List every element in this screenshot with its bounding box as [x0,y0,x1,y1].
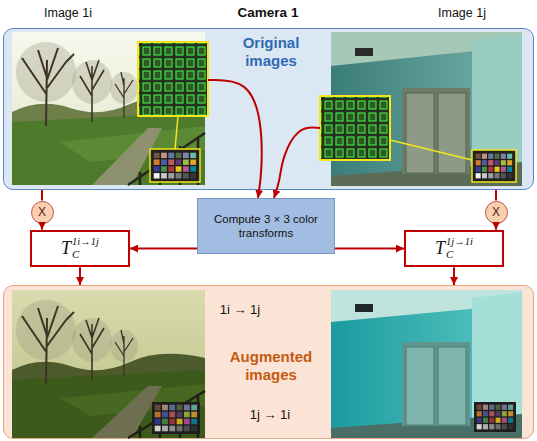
zoom-patches [139,43,207,115]
wall [331,290,522,438]
math-subscript: C [446,248,473,261]
trees [16,300,138,384]
fence [128,391,205,438]
flow-arrow [41,190,43,201]
door-frame [402,88,470,174]
flow-arrow [130,248,197,250]
color-checker [153,152,197,179]
math-subscript: C [72,248,99,261]
image-label: Image 1i [44,6,92,20]
node-content: X [492,205,500,220]
transform-box: TC1i→1j [30,230,130,268]
index-stack: C1j→1i [446,236,473,262]
transform-label: 1j → 1i [250,407,290,422]
grass [12,370,205,438]
zoom-patches [321,97,389,159]
flow-arrow [495,224,497,230]
elevator-door [438,93,466,173]
color-checker [476,404,514,430]
curved-arrow [274,127,320,198]
operator-symbol: X [492,205,500,220]
math-symbol: T [435,238,445,259]
elevator-door [406,93,434,173]
fence [128,133,205,185]
process-text: Compute 3 × 3 color transforms [207,212,325,241]
node-content: TC1j→1i [435,236,473,262]
node-content: Compute 3 × 3 color transforms [207,212,325,241]
math-superscript: 1i→1j [72,236,99,249]
checker-frame [474,402,516,432]
side-wall [472,292,522,438]
process-box: Compute 3 × 3 color transforms [197,198,335,254]
indoor-photo [320,32,522,186]
exit-sign [355,48,373,56]
multiply-node: X [485,201,508,224]
node-content: X [38,205,46,220]
checker-frame [472,150,516,182]
sky [12,290,205,438]
node-content: TC1i→1j [61,236,99,262]
image-label: Image 1j [438,6,486,20]
flow-arrow [453,267,455,285]
multiply-node: X [31,201,54,224]
operator-symbol: X [38,205,46,220]
color-checker [154,404,198,432]
elevator-door [406,347,434,425]
flow-arrow [41,224,43,230]
transform-label: 1i → 1j [220,302,260,317]
math-symbol: T [61,238,71,259]
zoom-leader [390,140,472,160]
checker-frame [152,402,200,434]
augmented-indoor-photo [331,290,522,438]
zoom-leader [175,116,178,149]
elevator-door [438,347,466,425]
exit-sign [355,304,373,312]
zoom-inset [320,96,390,160]
curved-arrow [208,80,262,198]
transform-box: TC1j→1i [404,230,504,268]
node-content: Original images [225,34,317,70]
zoom-inset [138,42,208,116]
math-superscript: 1j→1i [446,236,473,249]
footpath [92,386,162,438]
index-stack: C1i→1j [72,236,99,262]
flow-arrow [495,190,497,201]
trees [16,42,138,126]
flow-arrow [79,267,81,285]
checker-frame [150,149,200,182]
color-checker [475,153,513,179]
grass [12,112,205,185]
outdoor-photo [12,32,208,185]
door-frame [402,342,470,426]
augmented-outdoor-photo [12,290,205,438]
panel-heading: Augmented images [225,348,317,384]
panel-heading: Original images [225,34,317,70]
side-wall [472,34,522,186]
flow-arrow [335,248,404,250]
figure-title: Camera 1 [238,5,299,20]
node-content: Augmented images [225,348,317,384]
